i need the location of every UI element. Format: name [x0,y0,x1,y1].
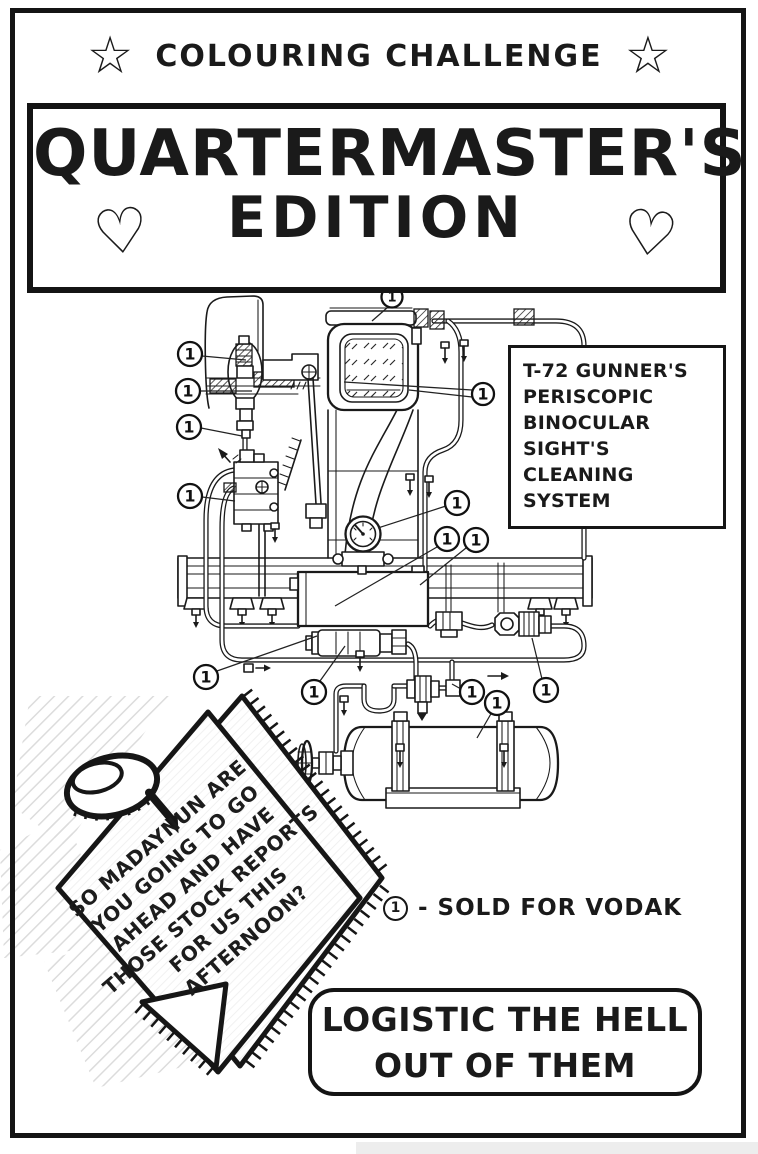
diagram-caption-box: T-72 GUNNER'S PERISCOPIC BINOCULAR SIGHT… [508,345,726,529]
banner-subtitle: EDITION [227,185,526,251]
callout-marker: 1 [433,525,461,553]
callout-marker: 1 [443,489,471,517]
callout-label: 1 [540,681,551,700]
inline-filter [406,675,461,721]
challenge-title: COLOURING CHALLENGE [155,38,603,74]
legend-label: - SOLD FOR VODAK [418,895,683,921]
callout-marker: 1 [462,526,490,554]
sticky-note: SO MADAYNUN ARE YOU GOING TO GO AHEAD AN… [0,688,392,1088]
technical-diagram: 1 1 1 1 1 1 1 1 1 1 1 1 1 1 [174,285,593,809]
valve-box [289,565,430,628]
callout-label: 1 [491,694,502,713]
callout-marker: 1 [458,678,486,706]
callout-marker: 1 [176,482,204,510]
callout-label: 1 [184,345,195,364]
legend: 1 - SOLD FOR VODAK [383,895,682,921]
callout-marker: 1 [300,678,328,706]
wiper-arm [262,353,327,529]
push-pin-icon [63,752,179,834]
footer-line: LOGISTIC THE HELL [321,1000,689,1039]
solenoid-valve [435,611,552,638]
callout-marker: 1 [470,381,496,407]
callout-marker: 1 [176,340,204,368]
callout-label: 1 [387,291,396,306]
window-glass [344,338,404,398]
air-pipes [203,318,587,754]
footer-box: LOGISTIC THE HELL OUT OF THEM [308,988,702,1096]
spray-nozzle-assembly [204,295,321,439]
mounting-rails [177,555,593,628]
challenge-header: ☆ COLOURING CHALLENGE ☆ [0,30,758,82]
callout-label: 1 [451,494,462,513]
callout-label: 1 [200,668,211,687]
control-valve-block [223,449,279,532]
pump-unit [305,629,407,672]
caption-line: PERISCOPIC [523,386,654,408]
callout-label: 1 [308,683,319,702]
callout-label: 1 [441,530,452,549]
callout-label: 1 [184,487,195,506]
callout-label: 1 [183,418,194,437]
pressure-gauge-icon [332,515,394,575]
periscope-window [325,307,422,412]
callout-label: 1 [466,683,477,702]
note-corner-fold [139,981,229,1071]
heart-icon: ♡ [618,193,683,274]
pipe-clamps [413,308,535,330]
banner-title: QUARTERMASTER'S [33,117,747,191]
caption-line: SIGHT'S CLEANING [523,438,634,486]
callout-marker: 1 [532,676,560,704]
star-icon: ☆ [624,26,672,86]
callout-marker: 1 [174,377,202,405]
caption-line: SYSTEM [523,490,611,512]
leader-lines [200,306,543,739]
caption-line: BINOCULAR [523,412,651,434]
callout-marker: 1 [483,689,511,717]
scan-artifact [356,1142,758,1154]
legend-marker: 1 [383,895,408,921]
air-cylinder [332,711,560,809]
edition-banner: QUARTERMASTER'S EDITION ♡ ♡ [27,103,747,293]
heart-icon: ♡ [89,192,153,271]
callout-label: 1 [470,531,481,550]
star-icon: ☆ [86,26,134,86]
caption-line: T-72 GUNNER'S [523,360,688,382]
callout-marker: 1 [192,663,220,691]
callout-marker: 1 [175,413,203,441]
callout-label: 1 [182,382,193,401]
callout-label: 1 [477,385,488,404]
flow-arrows [218,339,509,716]
footer-line: OUT OF THEM [374,1046,636,1085]
